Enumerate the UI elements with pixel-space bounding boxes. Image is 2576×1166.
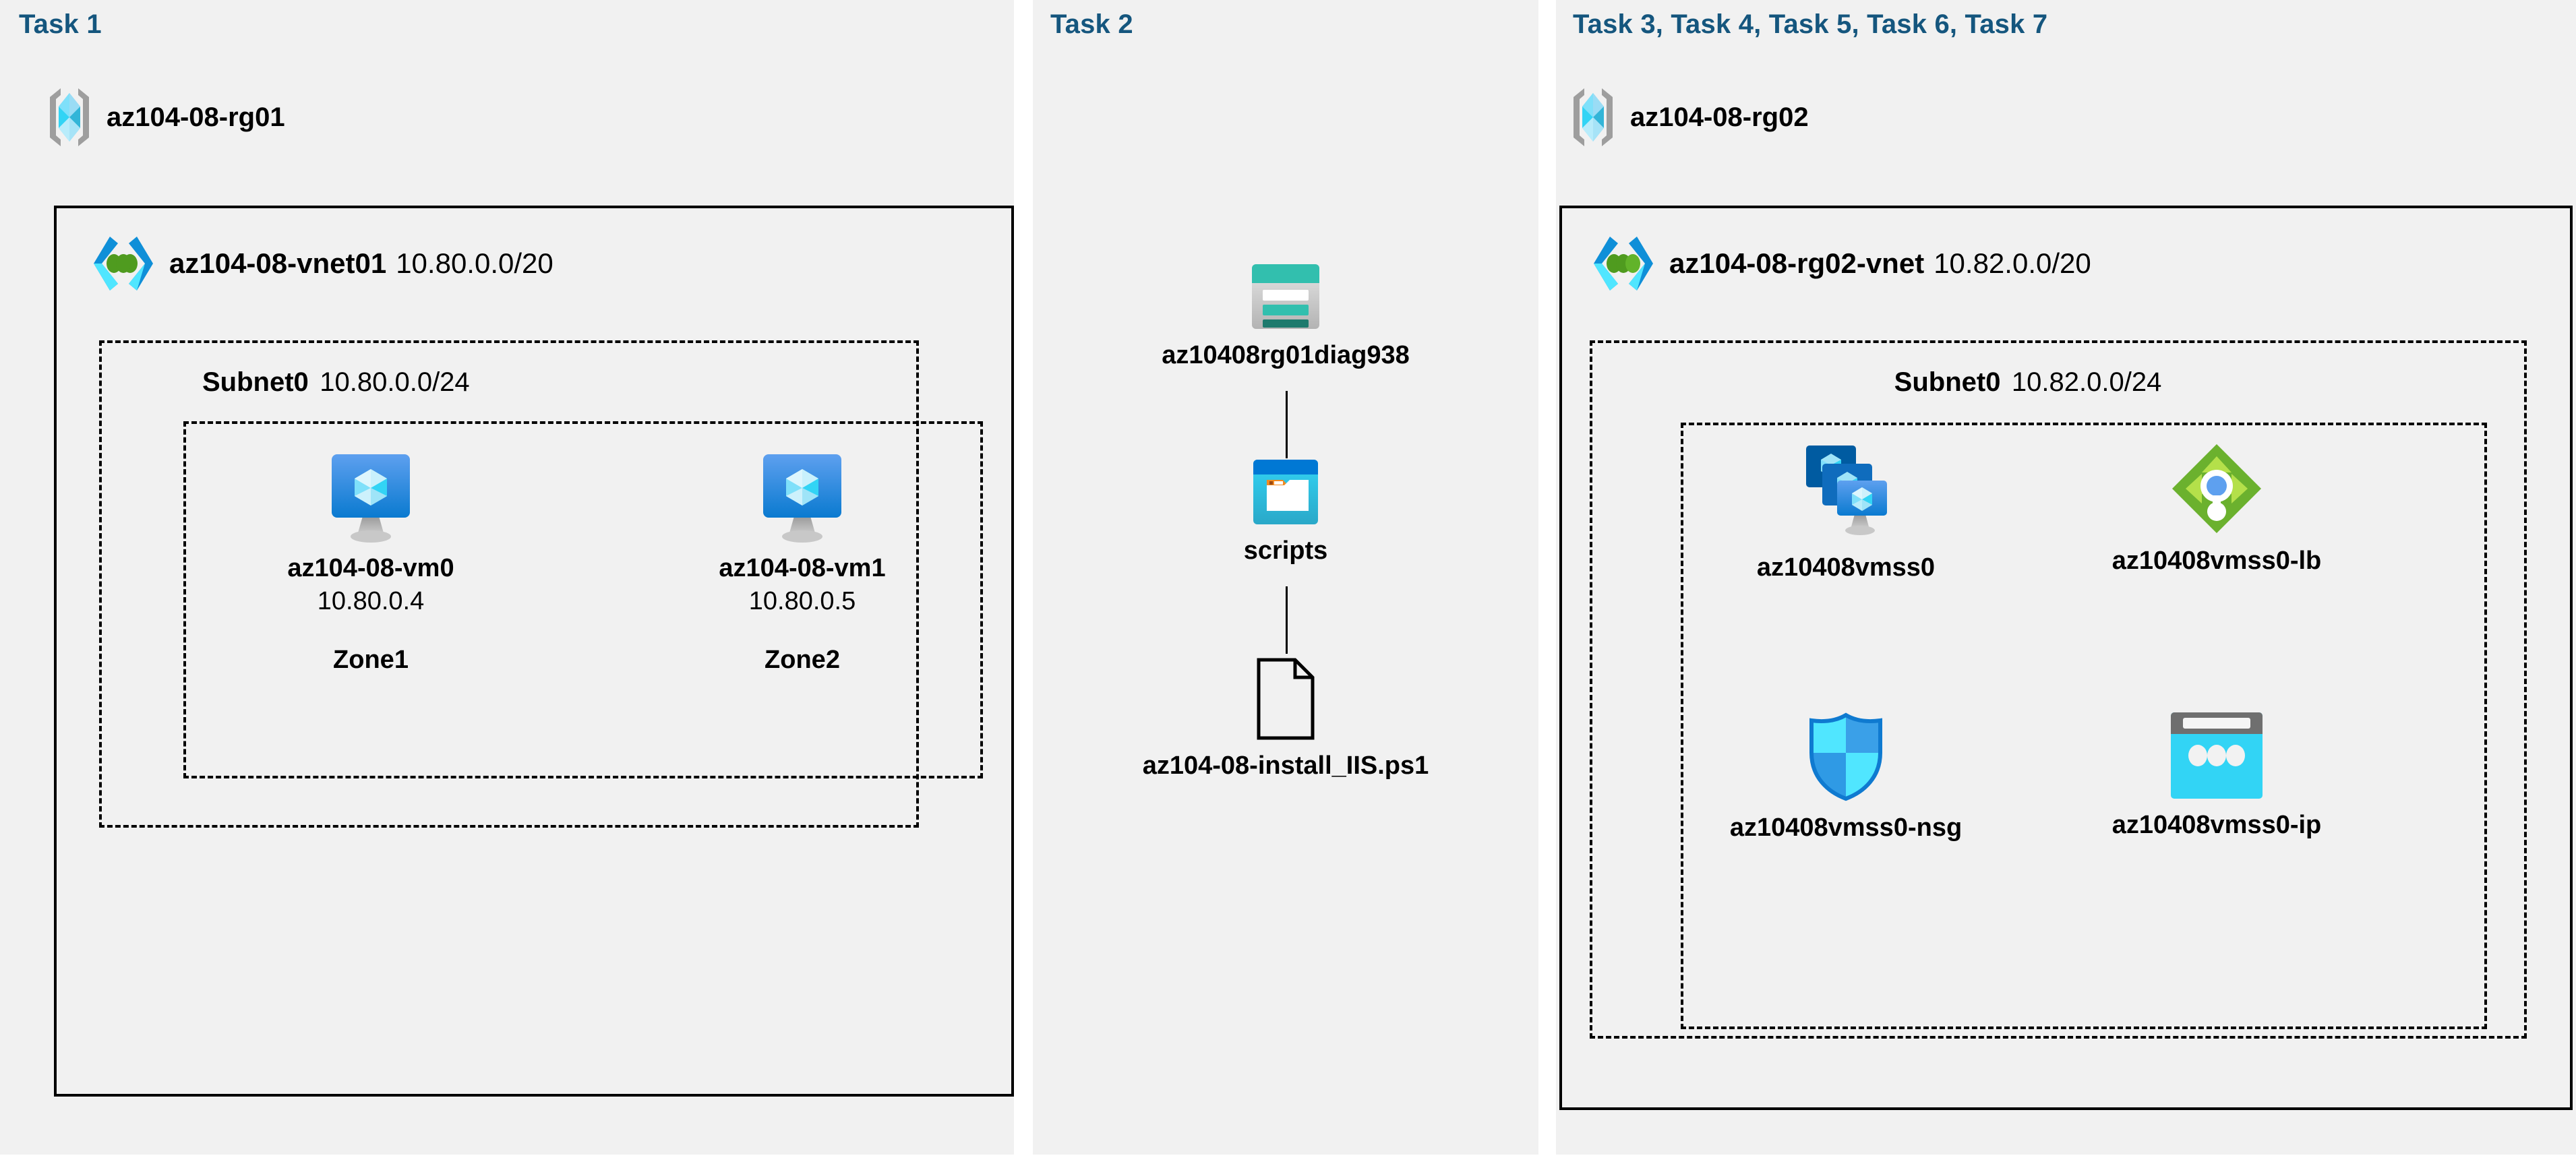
public-ip-address-icon <box>2169 711 2264 800</box>
node-public-ip-address[interactable]: az10408vmss0-ip <box>2082 711 2352 840</box>
resource-group-rg01: az104-08-rg01 <box>47 86 285 148</box>
vm-ip: 10.80.0.4 <box>317 587 425 615</box>
subnet-header: Subnet0 10.82.0.0/24 <box>1894 367 2162 398</box>
subnet-resources-boundary <box>1681 423 2487 1029</box>
script-file-name: az104-08-install_IIS.ps1 <box>1142 751 1429 780</box>
vnet-header-rg02-vnet: az104-08-rg02-vnet 10.82.0.0/20 <box>1591 233 2091 295</box>
resource-group-name: az104-08-rg01 <box>107 102 285 132</box>
vnet-name: az104-08-vnet01 <box>169 247 387 279</box>
vm-ip: 10.80.0.5 <box>748 587 856 615</box>
node-blob-container[interactable]: scripts <box>1218 458 1353 565</box>
virtual-machine-icon <box>760 452 844 543</box>
panel-task-1: Task 1 az104-08-rg01 <box>0 0 1014 1155</box>
vm-zone: Zone2 <box>765 646 840 674</box>
resource-group-icon <box>47 86 92 148</box>
vm-scale-set-icon <box>1802 441 1890 543</box>
node-storage-account[interactable]: az10408rg01diag938 <box>1151 263 1420 370</box>
node-vm0[interactable]: az104-08-vm0 10.80.0.4 Zone1 <box>270 452 472 675</box>
subnet-name: Subnet0 <box>202 367 309 397</box>
vnet-cidr: 10.82.0.0/20 <box>1934 247 2091 279</box>
vnet-header-vnet01: az104-08-vnet01 10.80.0.0/20 <box>91 233 553 295</box>
network-security-group-icon <box>1806 711 1886 803</box>
connector-storage-to-container <box>1286 391 1288 458</box>
nsg-name: az10408vmss0-nsg <box>1729 814 1963 842</box>
container-name: scripts <box>1243 536 1328 565</box>
resource-group-rg02: az104-08-rg02 <box>1571 86 1809 148</box>
virtual-network-icon <box>91 233 156 295</box>
node-load-balancer[interactable]: az10408vmss0-lb <box>2082 441 2352 576</box>
blob-container-icon <box>1252 458 1319 526</box>
load-balancer-name: az10408vmss0-lb <box>2111 547 2322 575</box>
vnet-name: az104-08-rg02-vnet <box>1669 247 1925 279</box>
vm-name: az104-08-vm0 <box>287 554 454 582</box>
task-label-2: Task 2 <box>1050 9 1133 39</box>
vm-name: az104-08-vm1 <box>719 554 886 582</box>
subnet-boundary-subnet0 <box>1590 340 2527 1039</box>
virtual-network-icon <box>1591 233 1656 295</box>
panel-task-3-to-7: Task 3, Task 4, Task 5, Task 6, Task 7 a… <box>1556 0 2576 1155</box>
vnet-boundary-vnet01 <box>54 206 1014 1097</box>
vnet-cidr: 10.80.0.0/20 <box>396 247 553 279</box>
storage-account-icon <box>1251 263 1321 330</box>
task-label-3-7: Task 3, Task 4, Task 5, Task 6, Task 7 <box>1573 9 2048 39</box>
node-vm-scale-set[interactable]: az10408vmss0 <box>1711 441 1981 582</box>
connector-container-to-file <box>1286 586 1288 654</box>
node-network-security-group[interactable]: az10408vmss0-nsg <box>1711 711 1981 842</box>
subnet-name: Subnet0 <box>1894 367 2001 397</box>
panel-task-2: Task 2 az10408rg01diag938 <box>1033 0 1538 1155</box>
task-label-1: Task 1 <box>19 9 102 39</box>
subnet-header: Subnet0 10.80.0.0/24 <box>202 367 470 398</box>
availability-zones-boundary <box>183 421 983 778</box>
load-balancer-icon <box>2169 441 2264 536</box>
script-file-icon <box>1253 657 1318 741</box>
subnet-cidr: 10.82.0.0/24 <box>2011 367 2162 397</box>
virtual-machine-icon <box>329 452 413 543</box>
subnet-cidr: 10.80.0.0/24 <box>320 367 470 397</box>
node-vm1[interactable]: az104-08-vm1 10.80.0.5 Zone2 <box>701 452 903 675</box>
vmss-name: az10408vmss0 <box>1756 553 1936 582</box>
node-script-file[interactable]: az104-08-install_IIS.ps1 <box>1110 657 1461 780</box>
public-ip-name: az10408vmss0-ip <box>2111 811 2322 839</box>
vm-zone: Zone1 <box>333 646 409 674</box>
vnet-boundary-rg02-vnet <box>1559 206 2573 1110</box>
storage-account-name: az10408rg01diag938 <box>1162 341 1410 369</box>
resource-group-name: az104-08-rg02 <box>1630 102 1809 132</box>
subnet-boundary-subnet0 <box>99 340 919 828</box>
resource-group-icon <box>1571 86 1615 148</box>
